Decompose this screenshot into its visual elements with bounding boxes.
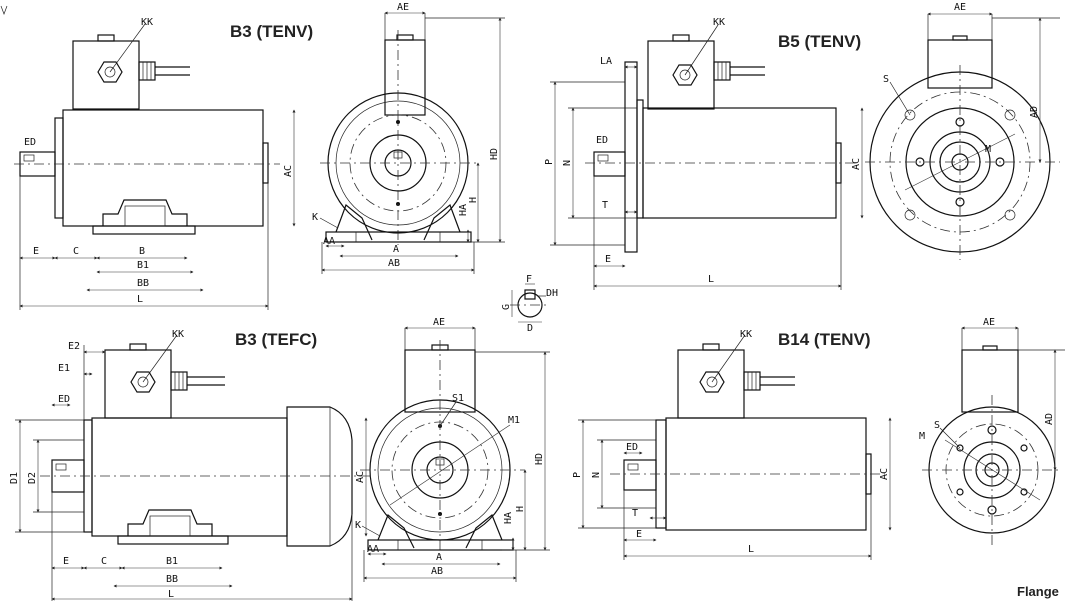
b3-tenv-end-view: AE K AA A AB HD H HA xyxy=(312,2,505,274)
b14-tenv-ac-label: AC xyxy=(879,468,890,480)
b14-tenv-end-view: AE S M AD xyxy=(919,317,1065,545)
b14-tenv-side-view: B14 (TENV) KK ED P N T E L AC xyxy=(572,329,892,560)
b3-tefc-h-label: H xyxy=(515,506,526,512)
b3-tefc-a-label: A xyxy=(436,552,442,563)
b14-tenv-p-label: P xyxy=(572,472,583,478)
b3-tefc-ac-label: AC xyxy=(355,471,366,483)
b3-tenv-ab-label: AB xyxy=(388,258,400,269)
b3-tefc-hd-label: HD xyxy=(534,453,545,465)
b14-tenv-s-label: S xyxy=(934,420,940,431)
b3-tefc-b1-label: B1 xyxy=(166,556,178,567)
b3-tefc-s1-label: S1 xyxy=(452,393,464,404)
b3-tefc-ae-label: AE xyxy=(433,317,445,328)
b3-tefc-title: B3 (TEFC) xyxy=(235,330,317,349)
b3-tenv-c-label: C xyxy=(73,246,79,257)
b3-tenv-b1-label: B1 xyxy=(137,260,149,271)
b3-tefc-d2-label: D2 xyxy=(27,472,38,484)
b5-tenv-kk-label: KK xyxy=(713,17,725,28)
b3-tenv-k-label: K xyxy=(312,212,318,223)
b14-tenv-e-label: E xyxy=(636,529,642,540)
corner-mark xyxy=(0,5,8,15)
b3-tefc-l-label: L xyxy=(168,589,174,600)
b5-tenv-s-label: S xyxy=(883,74,889,85)
b3-tenv-side-view: B3 (TENV) KK ED E C B B1 BB xyxy=(14,17,313,310)
b3-tefc-ab-label: AB xyxy=(431,566,443,577)
b5-tenv-l-label: L xyxy=(708,274,714,285)
shaft-dh-label: DH xyxy=(546,288,558,299)
b3-tefc-d1-label: D1 xyxy=(9,472,20,484)
b5-tenv-title: B5 (TENV) xyxy=(778,32,861,51)
b3-tenv-bb-label: BB xyxy=(137,278,149,289)
b3-tefc-side-view: B3 (TEFC) KK ED E1 E2 D1 D2 xyxy=(9,329,370,601)
b3-tefc-e-label: E xyxy=(63,556,69,567)
b5-tenv-la-label: LA xyxy=(600,56,612,67)
b3-tefc-c-label: C xyxy=(101,556,107,567)
b3-tefc-e2-label: E2 xyxy=(68,341,80,352)
b14-tenv-ad-label: AD xyxy=(1044,413,1055,425)
flange-caption: Flange xyxy=(1017,584,1059,599)
b14-tenv-ed-label: ED xyxy=(626,442,638,453)
b3-tenv-h-label: H xyxy=(468,197,479,203)
b3-tenv-l-label: L xyxy=(137,294,143,305)
b5-tenv-ae-label: AE xyxy=(954,2,966,13)
b3-tefc-k-label: K xyxy=(355,520,361,531)
shaft-g-label: G xyxy=(501,304,512,310)
b14-tenv-ae-label: AE xyxy=(983,317,995,328)
b3-tenv-title: B3 (TENV) xyxy=(230,22,313,41)
b14-tenv-kk-label: KK xyxy=(740,329,752,340)
b5-tenv-t-label: T xyxy=(602,200,608,211)
b3-tefc-aa-label: AA xyxy=(367,544,379,555)
b3-tefc-kk-label: KK xyxy=(172,329,184,340)
b14-tenv-m-label: M xyxy=(919,431,925,442)
b3-tenv-a-label: A xyxy=(393,244,399,255)
shaft-f-label: F xyxy=(526,274,532,285)
b5-tenv-m-label: M xyxy=(985,144,991,155)
b5-tenv-side-view: B5 (TENV) KK ED LA P N T E L AC xyxy=(544,17,864,290)
b5-tenv-ad-label: AD xyxy=(1029,106,1040,118)
b3-tefc-e1-label: E1 xyxy=(58,363,70,374)
b3-tenv-e-label: E xyxy=(33,246,39,257)
b3-tenv-kk-label: KK xyxy=(141,17,153,28)
b3-tenv-ac-label: AC xyxy=(283,165,294,177)
b3-tefc-bb-label: BB xyxy=(166,574,178,585)
b3-tefc-m1-label: M1 xyxy=(508,415,520,426)
b14-tenv-title: B14 (TENV) xyxy=(778,330,871,349)
b14-tenv-t-label: T xyxy=(632,508,638,519)
b5-tenv-p-label: P xyxy=(544,159,555,165)
b5-tenv-end-view: AE S M AD xyxy=(865,2,1060,260)
b3-tenv-ae-label: AE xyxy=(397,2,409,13)
b3-tenv-aa-label: AA xyxy=(323,236,335,247)
b3-tefc-end-view: AE S1 M1 K AA A AB HD H HA xyxy=(355,317,550,582)
b14-tenv-n-label: N xyxy=(591,472,602,478)
b5-tenv-n-label: N xyxy=(562,160,573,166)
b5-tenv-ac-label: AC xyxy=(851,158,862,170)
b3-tefc-ed-label: ED xyxy=(58,394,70,405)
b3-tenv-hd-label: HD xyxy=(489,148,500,160)
b3-tenv-ha-label: HA xyxy=(458,204,469,216)
shaft-d-label: D xyxy=(527,323,533,334)
shaft-key-detail: F DH G D xyxy=(501,274,558,334)
b5-tenv-e-label: E xyxy=(605,254,611,265)
b3-tenv-b-label: B xyxy=(139,246,145,257)
b3-tefc-ha-label: HA xyxy=(503,512,514,524)
b3-tenv-ed-label: ED xyxy=(24,137,36,148)
b14-tenv-l-label: L xyxy=(748,544,754,555)
b5-tenv-ed-label: ED xyxy=(596,135,608,146)
